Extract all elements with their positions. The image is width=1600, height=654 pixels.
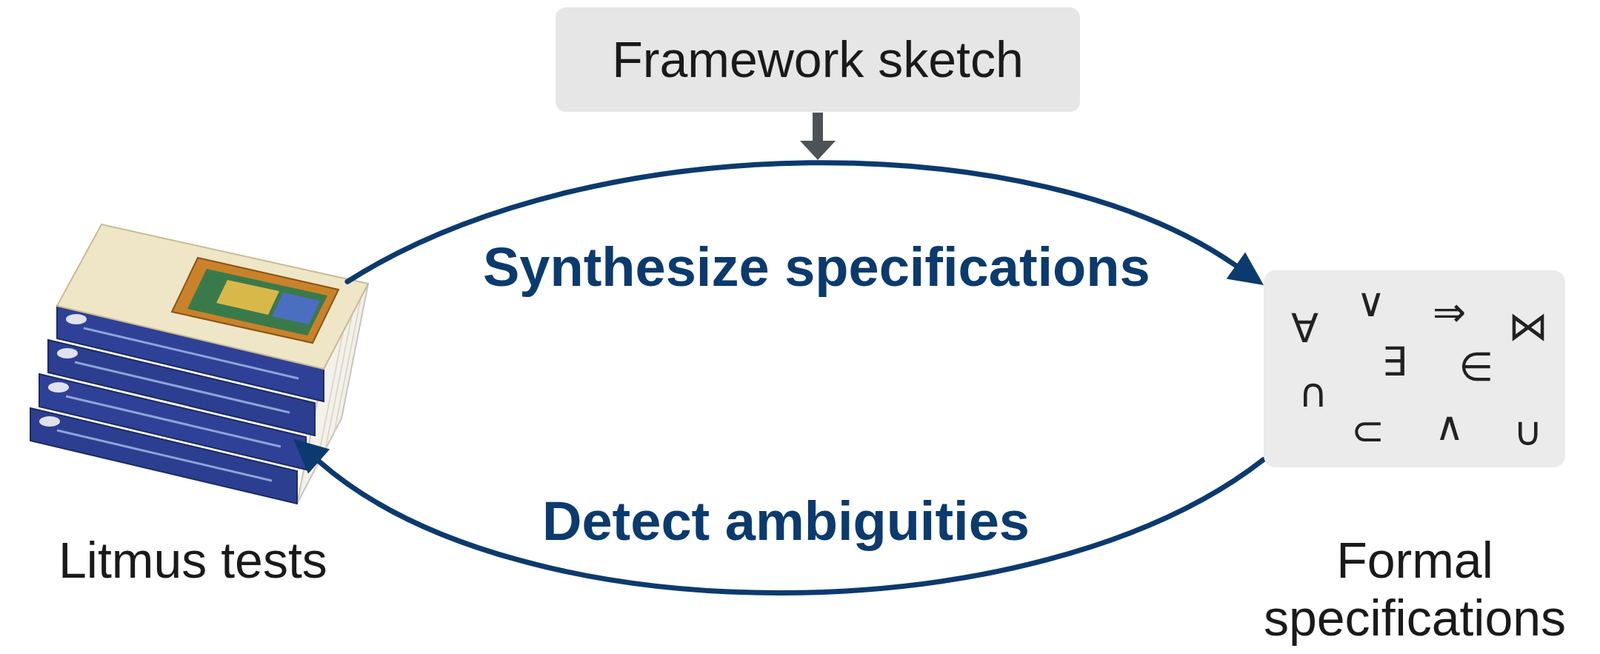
logic-symbol: ⋈	[1508, 306, 1549, 347]
input-arrow	[800, 112, 836, 160]
logic-symbol: ⇒	[1432, 292, 1466, 333]
arrow-head	[293, 439, 330, 475]
chip-block	[216, 280, 280, 315]
book-logo	[57, 348, 78, 359]
node-caption: Formal specifications	[1244, 531, 1586, 647]
logic-symbol: ⊂	[1351, 411, 1385, 452]
logic-symbol: ∃	[1381, 342, 1407, 383]
arrow-shaft	[812, 112, 823, 143]
arc-connector	[319, 459, 1264, 593]
logic-symbol: ∪	[1513, 411, 1543, 452]
logic-symbol: ∧	[1434, 406, 1465, 447]
illustration-node: Litmus tests	[12, 224, 373, 511]
logic-symbol: ∩	[1298, 373, 1329, 414]
chip-die	[187, 268, 328, 336]
manual-books	[30, 224, 369, 504]
specification-panel: Formal specifications∀∨⇒⋈∃∈∩⊂∧∪	[1263, 270, 1566, 468]
book-logo	[39, 416, 60, 427]
flow-arrow	[293, 439, 1264, 594]
book-cover	[57, 224, 369, 369]
box-label: Framework sketch	[611, 29, 1024, 89]
arrow-head	[1226, 252, 1264, 286]
chip-block	[271, 292, 320, 325]
process-box: Framework sketch	[555, 7, 1080, 112]
edge-label: Detect ambiguities	[536, 489, 1036, 553]
chip-image	[171, 257, 339, 343]
book-logo	[65, 314, 87, 325]
book-logo	[48, 382, 69, 393]
edge-label: Synthesize specifications	[477, 235, 1157, 299]
node-caption: Litmus tests	[58, 531, 328, 589]
logic-symbol: ∈	[1458, 347, 1494, 388]
logic-symbol: ∀	[1291, 308, 1319, 349]
logic-symbol: ∨	[1356, 282, 1386, 323]
arrow-head	[800, 140, 836, 160]
